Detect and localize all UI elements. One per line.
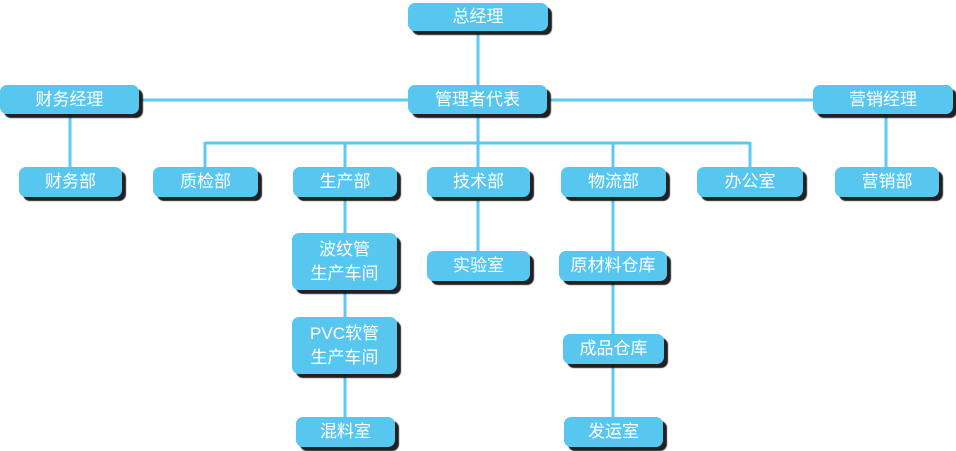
org-node-general-manager: 总经理: [408, 3, 548, 31]
org-node-laboratory: 实验室: [427, 251, 530, 281]
org-node-corrugated-workshop: 波纹管 生产车间: [292, 233, 397, 290]
org-node-office: 办公室: [697, 167, 803, 197]
org-node-shipping-room: 发运室: [564, 417, 663, 447]
org-node-production-dept: 生产部: [293, 167, 397, 197]
org-node-finance-dept: 财务部: [19, 167, 122, 197]
org-node-finished-goods-warehouse: 成品仓库: [563, 334, 664, 364]
org-node-raw-material-warehouse: 原材料仓库: [559, 251, 667, 281]
org-node-tech-dept: 技术部: [427, 167, 530, 197]
org-node-pvc-hose-workshop: PVC软管 生产车间: [292, 317, 397, 374]
org-node-management-rep: 管理者代表: [408, 85, 547, 114]
org-node-logistics-dept: 物流部: [561, 167, 666, 197]
org-node-marketing-manager: 营销经理: [813, 85, 953, 114]
org-node-marketing-dept: 营销部: [835, 167, 939, 197]
org-node-qc-dept: 质检部: [153, 167, 258, 197]
org-node-finance-manager: 财务经理: [0, 85, 139, 114]
org-node-mixing-room: 混料室: [296, 417, 395, 447]
